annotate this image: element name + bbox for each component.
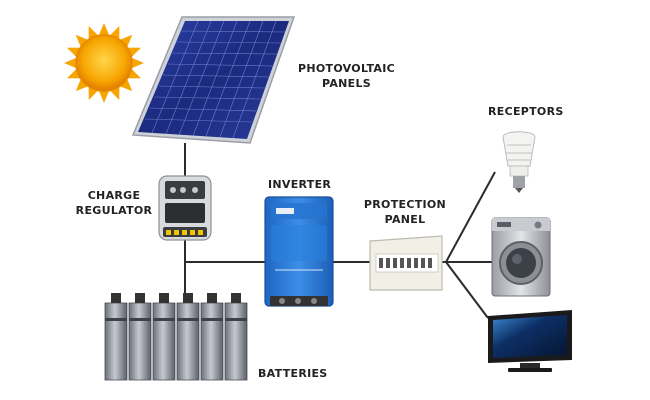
washing-machine-icon [492,218,550,296]
battery-icon [225,293,247,380]
batteries-label: BATTERIES [258,366,328,381]
photovoltaic-label-line2: PANELS [298,76,395,91]
receptors-label: RECEPTORS [488,104,564,119]
protection-panel-label: PROTECTION PANEL [362,197,448,227]
wiring [185,143,495,318]
solar-panel-icon [133,17,294,143]
battery-icon [177,293,199,380]
battery-icon [129,293,151,380]
protection-panel-icon [370,236,442,290]
light-bulb-icon [503,132,535,193]
charge-regulator-icon [159,176,211,240]
battery-icon [153,293,175,380]
battery-bank [105,293,247,380]
inverter-icon [265,197,333,306]
wire-to-bulb [446,172,495,262]
charge-label-line1: CHARGE [74,188,154,203]
photovoltaic-panels-label: PHOTOVOLTAIC PANELS [298,61,395,91]
charge-label-line2: REGULATOR [74,203,154,218]
wire-to-tv [446,262,488,318]
battery-icon [105,293,127,380]
sun-icon [64,23,144,103]
battery-icon [201,293,223,380]
charge-regulator-label: CHARGE REGULATOR [74,188,154,218]
protection-label-line1: PROTECTION [362,197,448,212]
protection-label-line2: PANEL [362,212,448,227]
photovoltaic-label-line1: PHOTOVOLTAIC [298,61,395,76]
television-icon [488,310,572,372]
inverter-label: INVERTER [268,177,331,192]
